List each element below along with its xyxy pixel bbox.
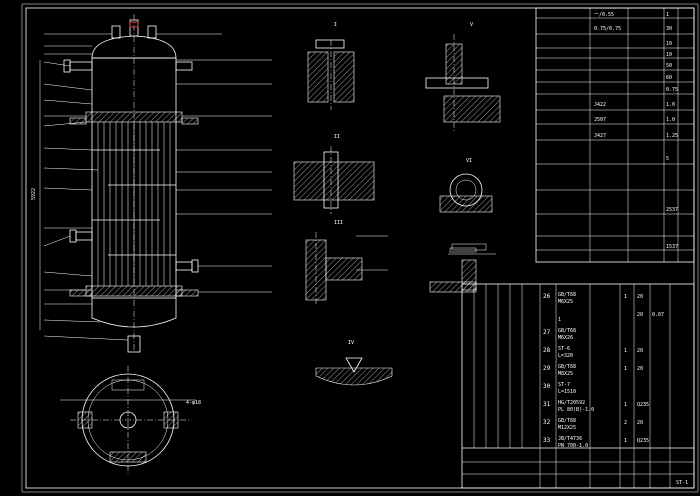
tech-cell-number: 5 (666, 156, 669, 162)
bom-cell-name: M8X25 (558, 371, 573, 377)
bom-cell-no: 30 (543, 383, 551, 390)
bom-cell-name: 1 (558, 317, 561, 323)
bom-cell-material: 20 (637, 366, 643, 372)
tech-cell-number: 10 (666, 41, 672, 47)
bom-cell-code: HG/T20592 (558, 400, 585, 406)
tech-cell-number: 1.0 (666, 117, 675, 123)
bom-cell-material: 20 (637, 312, 643, 318)
plan-view-a-a (60, 366, 196, 476)
dimension-total: 5922 (31, 188, 37, 200)
bom-cell-material: Q235 (637, 402, 649, 408)
tech-cell-value: J422 (594, 102, 606, 108)
bom-cell-no: 31 (543, 401, 551, 408)
detail-iv (315, 357, 393, 386)
bom-cell-name: PN 700-1.0 (558, 443, 588, 449)
tech-cell-number: 1537 (666, 244, 678, 250)
bom-cell-name: PL 80(B)-1.0 (558, 407, 594, 413)
bom-cell-name: M6X25 (558, 299, 573, 305)
bom-cell-qty: 1 (624, 294, 627, 300)
bom-cell-qty: 1 (624, 366, 627, 372)
bom-cell-qty: 1 (624, 348, 627, 354)
bom-cell-code: GB/T68 (558, 418, 576, 424)
detail-label-6: VI (466, 158, 472, 164)
bom-cell-material: 20 (637, 294, 643, 300)
detail-vi (439, 173, 493, 213)
detail-v (425, 34, 501, 132)
bom-cell-name: M6X26 (558, 335, 573, 341)
leaders-right (156, 33, 272, 293)
bom-cell-material: 20 (637, 348, 643, 354)
tech-cell-number: 1.25 (666, 133, 678, 139)
bom-cell-no: 27 (543, 329, 551, 336)
tech-cell-number: 60 (666, 75, 672, 81)
bom-cell-material: 20 (637, 420, 643, 426)
bom-cell-no: 32 (543, 419, 551, 426)
bom-cell-code: GB/T68 (558, 364, 576, 370)
bom-cell-qty: 1 (624, 402, 627, 408)
bom-cell-code: ST-6 (558, 346, 570, 352)
tech-cell-value: J507 (594, 117, 606, 123)
note-box (451, 243, 487, 251)
detail-ii (293, 146, 375, 214)
detail-i (307, 39, 355, 110)
bom-cell-code: GB/T68 (558, 292, 576, 298)
tech-cell-number: 50 (666, 63, 672, 69)
tech-cell-number: 1.0 (666, 102, 675, 108)
detail-label-5: V (470, 22, 473, 28)
leaders-left (43, 33, 129, 341)
vessel-elevation (63, 14, 199, 353)
tech-cell-number: 10 (666, 52, 672, 58)
bom-cell-no: 33 (543, 437, 551, 444)
bom-cell-name: L=1510 (558, 389, 576, 395)
detail-label-2: II (334, 134, 340, 140)
drawing-inner-frame (25, 7, 695, 489)
bom-cell-no: 28 (543, 347, 551, 354)
bom-cell-material: Q235 (637, 438, 649, 444)
tech-cell-number: 0.75 (666, 87, 678, 93)
sheet-number: ST-1 (676, 480, 688, 486)
detail-iii (305, 232, 388, 306)
tech-cell-value: 0.75/0.75 (594, 26, 621, 32)
bom-grid (461, 283, 695, 489)
bom-cell-no: 29 (543, 365, 551, 372)
bom-cell-qty: 1 (624, 438, 627, 444)
bom-cell-no: 26 (543, 293, 551, 300)
bom-cell-name: M12X25 (558, 425, 576, 431)
bom-cell-weight: 0.07 (652, 312, 664, 318)
bom-cell-code: ST-7 (558, 382, 570, 388)
drawing-border (21, 3, 699, 493)
tech-table-grid (535, 7, 695, 263)
tech-cell-number: 30 (666, 26, 672, 32)
bom-cell-qty: 2 (624, 420, 627, 426)
bom-cell-code: GB/T68 (558, 328, 576, 334)
flange-label: 4-φ18 (186, 400, 201, 406)
tech-cell-value: 一/0.55 (594, 12, 614, 18)
detail-label-1: I (334, 22, 337, 28)
bom-cell-code: JB/T4736 (558, 436, 582, 442)
tech-cell-number: 2537 (666, 207, 678, 213)
tech-cell-value: J427 (594, 133, 606, 139)
bom-cell-name: L=320 (558, 353, 573, 359)
detail-label-4: IV (348, 340, 354, 346)
tech-cell-number: 1 (666, 12, 669, 18)
detail-label-3: III (334, 220, 343, 226)
